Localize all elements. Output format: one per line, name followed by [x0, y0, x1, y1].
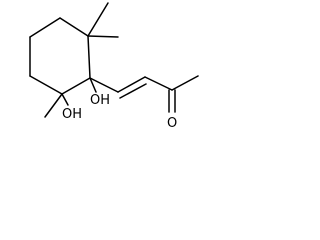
gem-dimethyl-group: [87, 2, 119, 38]
single-bond: [144, 76, 173, 91]
methyl-bond: [87, 2, 109, 37]
hydroxyl-label: OH: [90, 93, 110, 108]
ring-bond: [29, 75, 63, 95]
carbonyl-oxygen-label: O: [167, 116, 177, 131]
ring-bond: [29, 17, 61, 38]
single-bond: [89, 77, 119, 93]
single-bond: [171, 75, 199, 91]
cyclohexane-ring: [29, 17, 91, 95]
ring-hydroxyl-label: OH: [62, 107, 82, 122]
ring-bond: [61, 77, 91, 95]
ring-bond: [87, 35, 91, 79]
butenone-side-chain: [89, 75, 199, 113]
methyl-bond: [44, 93, 63, 118]
ring-bond: [59, 17, 89, 37]
double-bond: [119, 83, 147, 99]
hydroxyl-bond: [89, 77, 97, 93]
chemical-structure: OH OH O: [29, 2, 199, 131]
hydroxyl-bond: [61, 93, 69, 106]
double-bond: [117, 76, 146, 93]
methyl-bond: [87, 35, 119, 38]
